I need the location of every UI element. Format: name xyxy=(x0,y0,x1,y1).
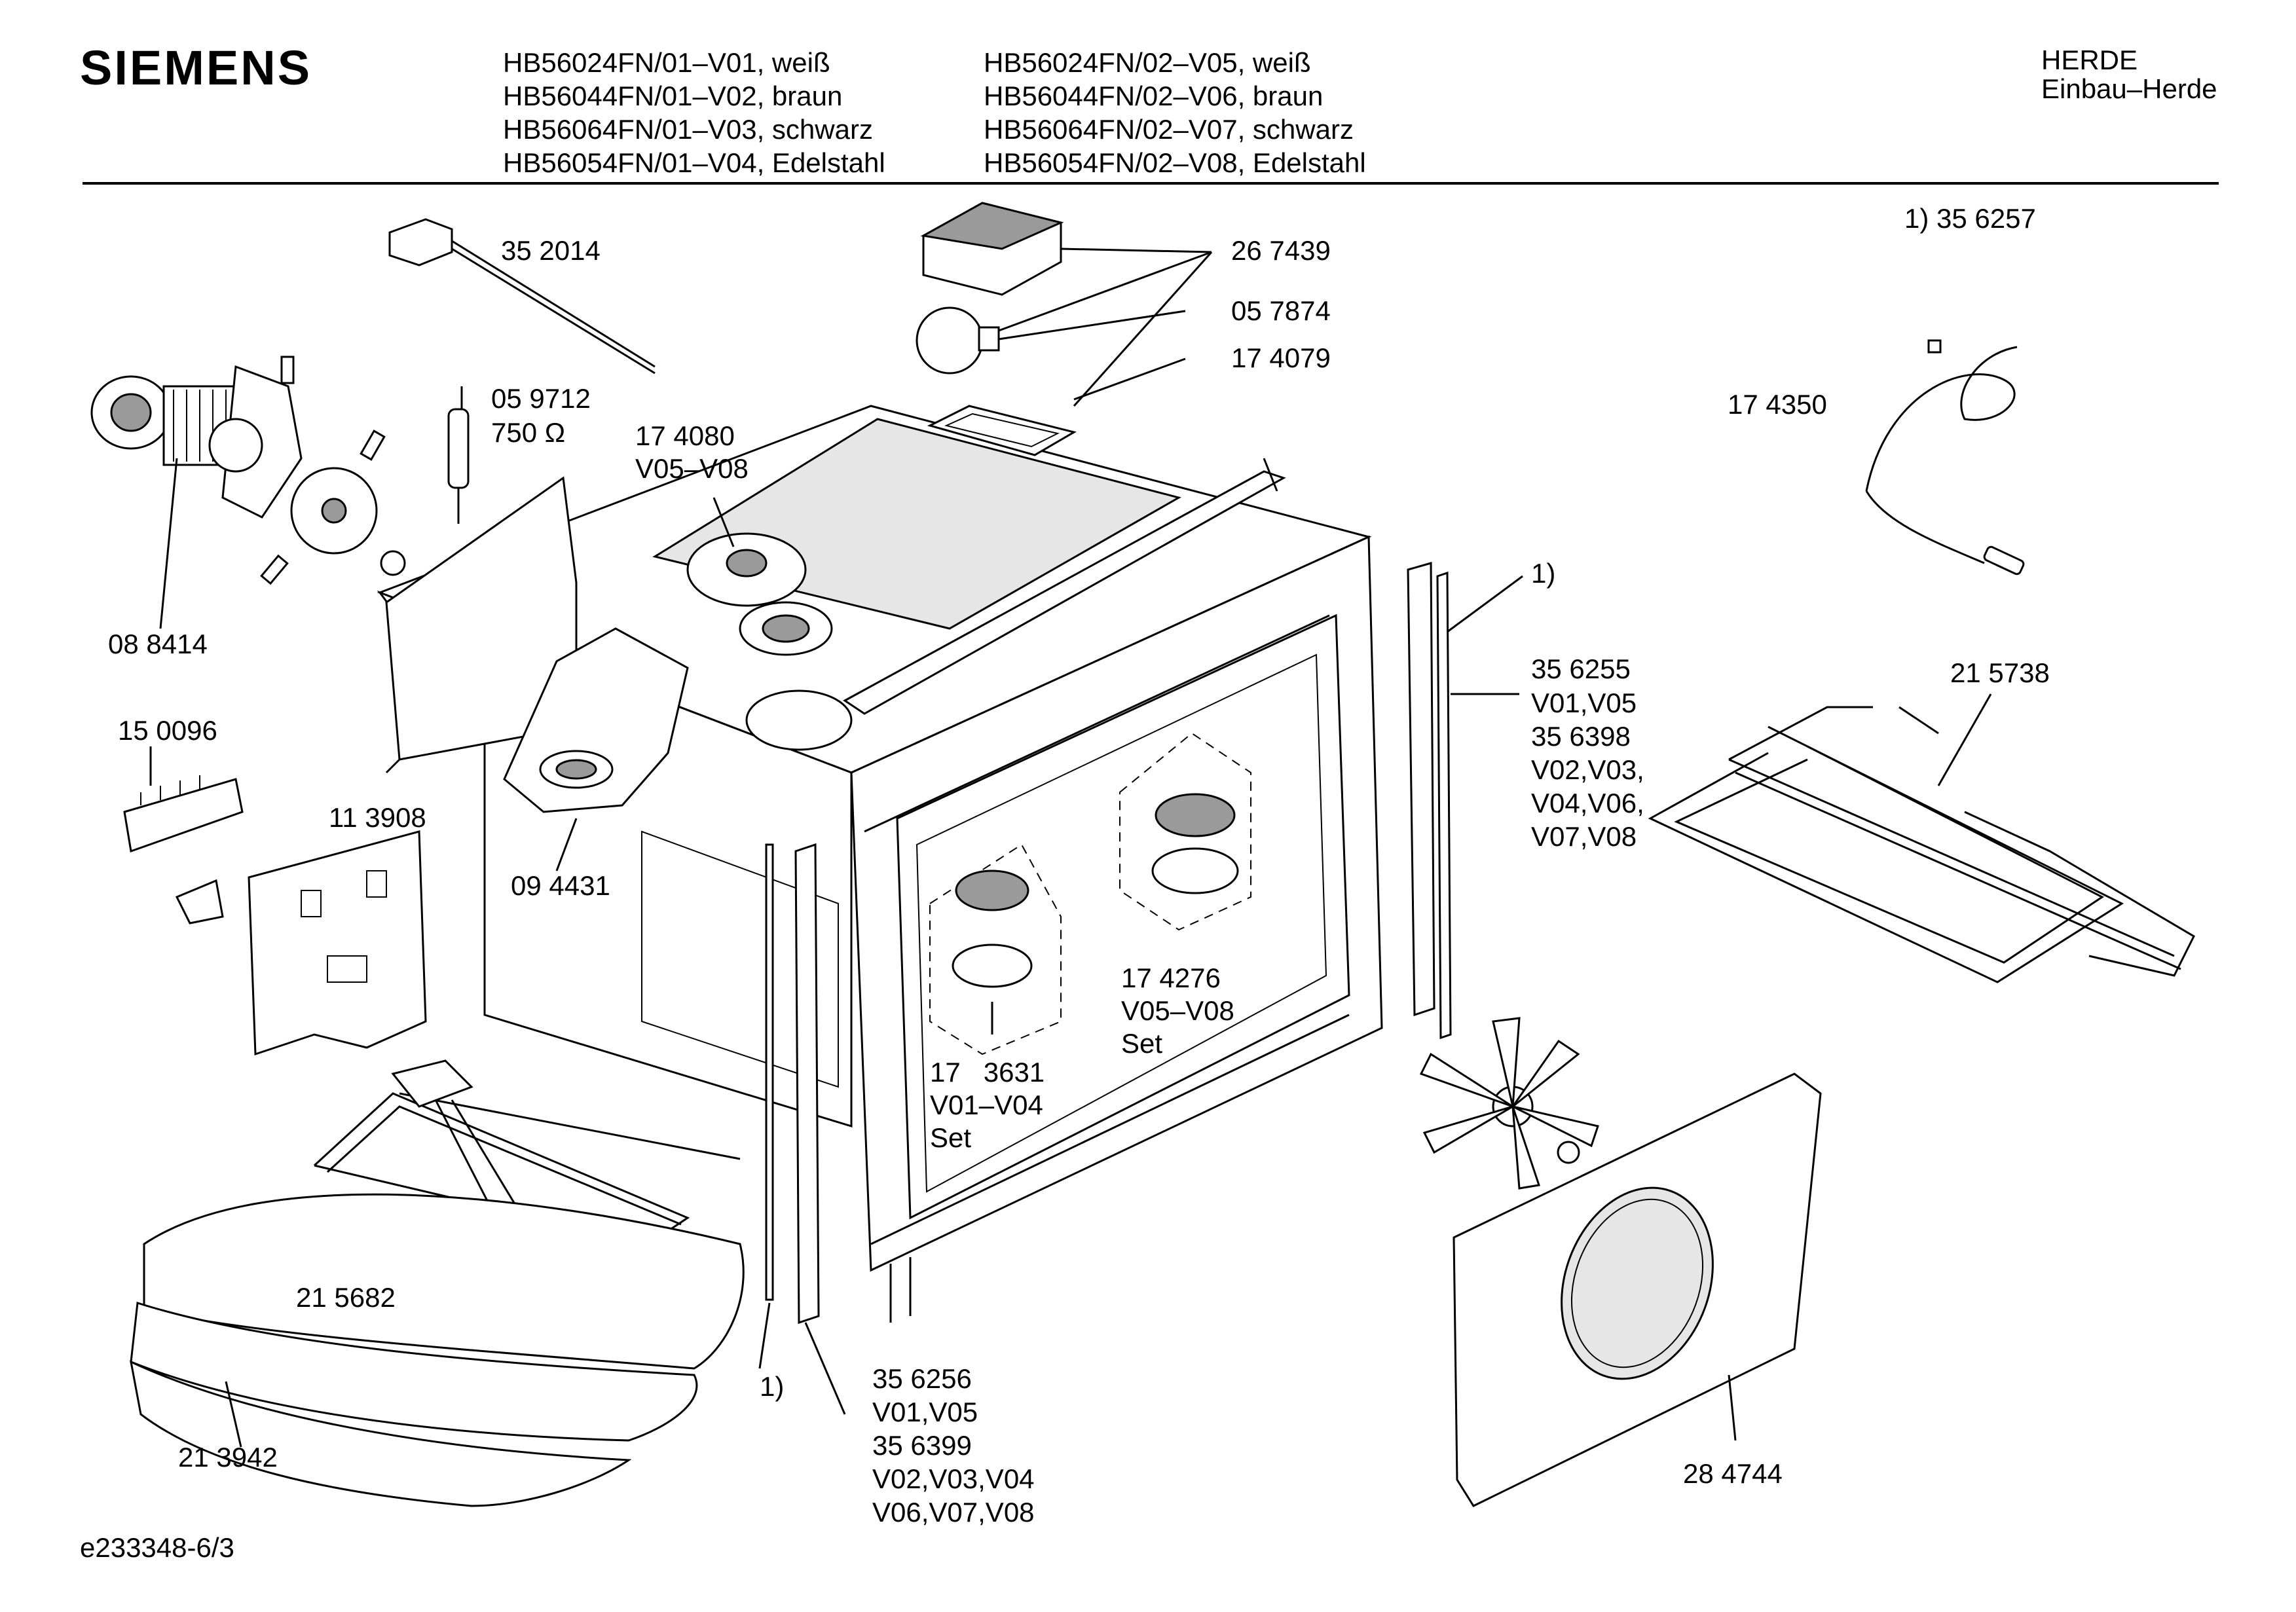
category-label: HERDE xyxy=(2041,45,2138,75)
part-label-059712: 05 9712 xyxy=(491,383,591,414)
part-label-356398-variant: V04,V06, xyxy=(1531,788,1644,818)
part-label-094431: 09 4431 xyxy=(511,870,610,901)
part-label-088414: 08 8414 xyxy=(108,629,208,659)
part-label-113908: 11 3908 xyxy=(329,802,426,833)
part-label-174080: 17 4080 xyxy=(635,420,735,451)
part-label-356398-variant: V07,V08 xyxy=(1531,821,1637,852)
part-label-356255: 35 6255 xyxy=(1531,653,1631,684)
part-label-174350: 17 4350 xyxy=(1728,389,1827,420)
side-rail-left xyxy=(760,845,773,1368)
reference-label-1-bottom: 1) xyxy=(760,1371,785,1402)
resistor xyxy=(449,386,468,524)
model-line: HB56054FN/02–V08, Edelstahl xyxy=(984,147,1366,178)
ring-cover xyxy=(688,498,805,606)
part-label-356399: 35 6399 xyxy=(872,1430,972,1461)
model-line: HB56064FN/01–V03, schwarz xyxy=(503,114,873,145)
model-line: HB56024FN/01–V01, weiß xyxy=(503,47,830,78)
part-label-173631-set: Set xyxy=(930,1122,972,1153)
part-label-356399-variant: V06,V07,V08 xyxy=(872,1497,1035,1528)
side-rack-right xyxy=(1408,563,1523,1038)
part-label-150096: 15 0096 xyxy=(118,715,217,746)
part-label-356398: 35 6398 xyxy=(1531,721,1631,752)
side-rack-left xyxy=(796,845,845,1414)
grill-heating-element xyxy=(1650,694,2194,982)
part-label-057874: 05 7874 xyxy=(1231,295,1331,326)
part-label-174079: 17 4079 xyxy=(1231,342,1331,373)
part-label-173631: 17 3631 xyxy=(930,1057,1045,1088)
fan-cover xyxy=(504,629,688,871)
model-line: HB56024FN/02–V05, weiß xyxy=(984,47,1311,78)
part-label-284744: 28 4744 xyxy=(1683,1458,1783,1489)
model-line: HB56054FN/01–V04, Edelstahl xyxy=(503,147,885,178)
part-label-352014: 35 2014 xyxy=(501,235,601,266)
reference-label-1-top: 1) xyxy=(1531,558,1556,589)
model-line: HB56064FN/02–V07, schwarz xyxy=(984,114,1354,145)
part-label-173631-variant: V01–V04 xyxy=(930,1090,1043,1120)
part-label-267439: 26 7439 xyxy=(1231,235,1331,266)
lamp-holder xyxy=(923,203,1212,295)
insulation-mat xyxy=(131,1194,743,1506)
part-label-174276: 17 4276 xyxy=(1121,962,1221,993)
mounting-plate xyxy=(177,832,426,1054)
cable-sensor xyxy=(1866,340,2025,576)
part-label-215738: 21 5738 xyxy=(1950,657,2050,688)
header-rule xyxy=(83,182,2219,185)
lamp-cover-set-v05-v08 xyxy=(1120,733,1251,930)
model-line: HB56044FN/02–V06, braun xyxy=(984,81,1324,111)
part-label-174080-variant: V05–V08 xyxy=(635,453,749,484)
footnote-label: 1) 35 6257 xyxy=(1904,203,2036,234)
fan-blade xyxy=(1421,1018,1598,1188)
fan-clips xyxy=(261,357,405,583)
part-label-174276-variant: V05–V08 xyxy=(1121,995,1234,1026)
part-label-215682: 21 5682 xyxy=(296,1282,396,1313)
part-label-356255-variant: V01,V05 xyxy=(1531,687,1637,718)
document-id: e233348-6/3 xyxy=(80,1532,234,1563)
fan-spider xyxy=(291,468,377,553)
part-label-356256: 35 6256 xyxy=(872,1363,972,1394)
subcategory-label: Einbau–Herde xyxy=(2041,73,2217,104)
part-label-356256-variant: V01,V05 xyxy=(872,1397,978,1427)
part-label-213942: 21 3942 xyxy=(178,1442,278,1473)
rear-cover-plate xyxy=(1454,1074,1821,1506)
terminal-block xyxy=(124,746,242,851)
part-label-356399-variant: V02,V03,V04 xyxy=(872,1463,1035,1494)
brand-logo: SIEMENS xyxy=(80,41,312,95)
temperature-sensor xyxy=(390,219,655,373)
model-line: HB56044FN/01–V02, braun xyxy=(503,81,843,111)
part-label-174276-set: Set xyxy=(1121,1028,1163,1059)
lamp-cover-set-v01-v04 xyxy=(930,845,1061,1054)
fan-motor xyxy=(92,367,301,629)
part-label-356398-variant: V02,V03, xyxy=(1531,754,1644,785)
part-label-059712-value: 750 Ω xyxy=(491,417,566,448)
lamp-gasket xyxy=(930,252,1212,455)
